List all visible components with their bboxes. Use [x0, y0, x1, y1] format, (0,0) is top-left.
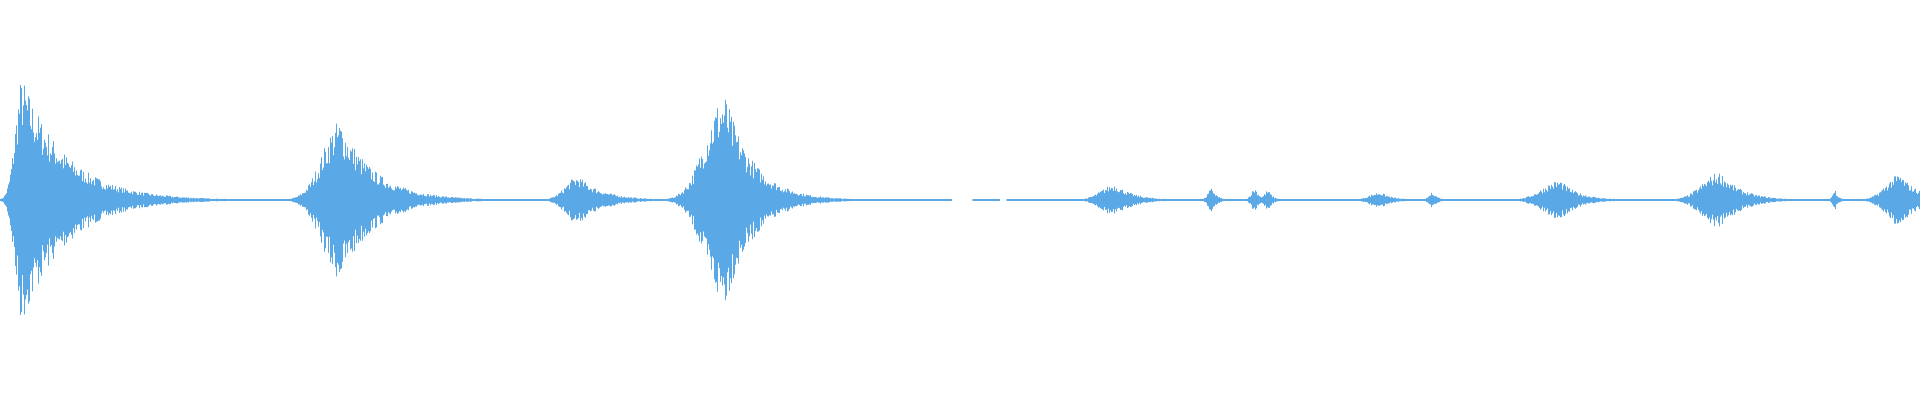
waveform-gap-1	[1000, 198, 1006, 202]
waveform-samples	[0, 85, 1920, 315]
waveform-bars	[0, 85, 1920, 315]
waveform-gap-0	[952, 198, 972, 202]
